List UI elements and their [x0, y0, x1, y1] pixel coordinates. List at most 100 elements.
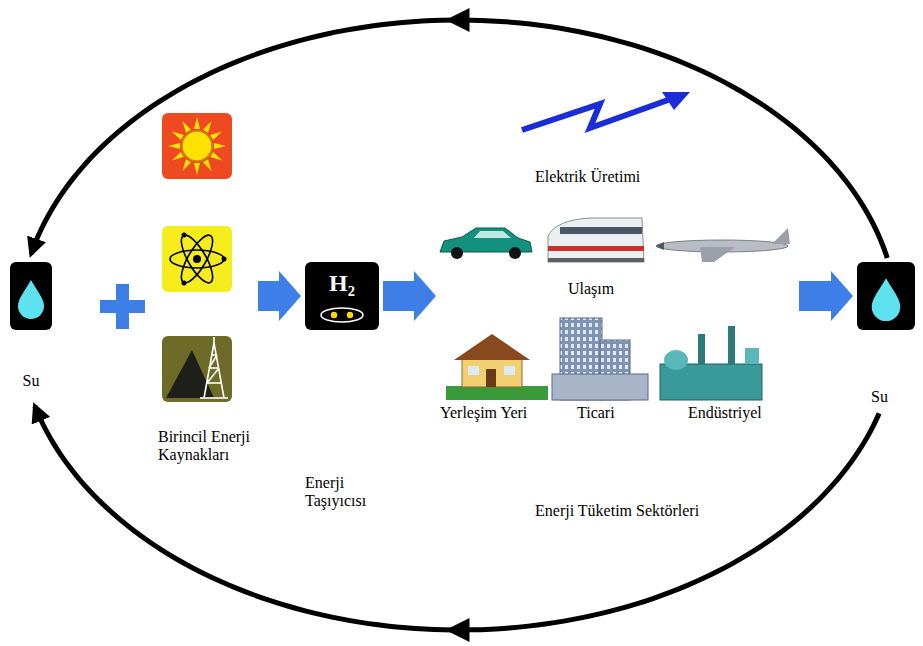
sector-label: Ulaşım [568, 280, 614, 298]
water-drop-icon [18, 280, 44, 319]
sun-icon [210, 129, 223, 140]
sector-label: Yerleşim Yeri [440, 404, 527, 422]
lightning-symbol [522, 100, 668, 130]
plus-sign [100, 284, 145, 329]
office-building-icon [552, 374, 648, 400]
node-label: Birincil Enerji Kaynakları [158, 428, 254, 465]
hydrogen-box [331, 312, 337, 318]
sector-label: Endüstriyel [688, 404, 762, 422]
airplane-icon [656, 242, 664, 250]
node-label: Su [8, 372, 54, 390]
flow-arrow [799, 271, 853, 321]
atom-icon [170, 250, 224, 268]
oil-rig-icon [162, 336, 232, 402]
oil-rig-icon [200, 397, 228, 399]
oil-rig-icon [207, 368, 219, 383]
train-icon [548, 218, 644, 262]
sun-icon [210, 152, 223, 163]
lightning-symbol [522, 92, 690, 130]
car-icon [451, 247, 463, 259]
sun-icon [214, 143, 226, 149]
sector-label: Elektrik Üretimi [535, 168, 640, 186]
cycle-arrow [31, 20, 887, 258]
atom-icon [162, 226, 232, 292]
oil-rig-icon [204, 343, 224, 398]
water-drop-icon [10, 262, 52, 330]
factory-icon [698, 334, 705, 364]
oil-rig-icon [162, 336, 232, 402]
sun-icon [203, 159, 214, 172]
sun-icon [162, 113, 232, 179]
sun-icon [180, 159, 191, 172]
hydrogen-box [347, 312, 353, 318]
sun-icon [203, 119, 214, 132]
atom-icon [176, 231, 219, 287]
atom-icon [193, 255, 201, 263]
office-building-icon [552, 318, 648, 400]
atom-icon [170, 231, 224, 287]
sun-icon [170, 129, 183, 140]
factory-icon [745, 348, 759, 364]
atom-icon [222, 257, 227, 262]
sun-icon [194, 117, 200, 129]
house-icon [468, 366, 479, 375]
flow-arrow [799, 271, 853, 321]
water-drop-icon [872, 278, 901, 321]
car-icon [474, 231, 511, 238]
car-icon [509, 247, 521, 259]
cycle-arrow [35, 406, 879, 630]
factory-icon [660, 326, 762, 400]
oil-rig-icon [213, 337, 215, 343]
oil-rig-icon [166, 350, 214, 398]
flow-arrow [258, 271, 301, 321]
water-drop-icon [857, 262, 915, 330]
sun-icon [180, 119, 191, 132]
energy-source-group: Birincil Enerji Kaynakları [156, 108, 254, 476]
sun-icon [182, 131, 212, 161]
water-drop-icon [10, 262, 52, 330]
sun-icon [194, 163, 200, 175]
train-icon [548, 258, 644, 262]
node-label: Su [871, 388, 911, 406]
hydrogen-box [321, 308, 363, 322]
flow-arrow [383, 271, 436, 321]
node-label: Enerji Tüketim Sektörleri [535, 502, 785, 520]
house-icon [446, 334, 548, 400]
oil-rig-icon [200, 337, 228, 398]
sun-icon [168, 143, 180, 149]
sun-icon [170, 152, 183, 163]
plus-sign [116, 284, 129, 329]
atom-icon [162, 226, 232, 292]
oil-rig-icon [209, 367, 219, 369]
house-icon [462, 357, 522, 387]
sun-icon [162, 113, 232, 179]
factory-icon [664, 350, 688, 370]
house-icon [446, 386, 548, 400]
cycle-arrow [35, 406, 879, 642]
atom-icon [182, 281, 187, 286]
sector-label: Ticari [577, 404, 615, 422]
flow-arrow [258, 271, 301, 321]
energy-carrier-box: H₂Enerji Taşıyıcısı [305, 262, 379, 524]
airplane-icon [700, 247, 735, 262]
train-icon [548, 218, 644, 262]
oil-rig-icon [209, 355, 217, 368]
train-icon [560, 227, 642, 234]
train-icon [548, 246, 644, 251]
water-node: Su [857, 262, 915, 409]
atom-icon [176, 231, 219, 287]
flow-arrow [383, 271, 436, 321]
factory-icon [728, 326, 735, 364]
airplane-icon [656, 228, 790, 262]
house-icon [454, 334, 530, 360]
arrowhead [446, 8, 470, 32]
water-node: Su [8, 262, 54, 398]
cycle-arrow [31, 8, 887, 258]
node-label: H₂ [305, 270, 379, 298]
oil-rig-icon [207, 382, 221, 384]
consumption-sector-group: Enerji Tüketim Sektörleri [440, 80, 795, 530]
